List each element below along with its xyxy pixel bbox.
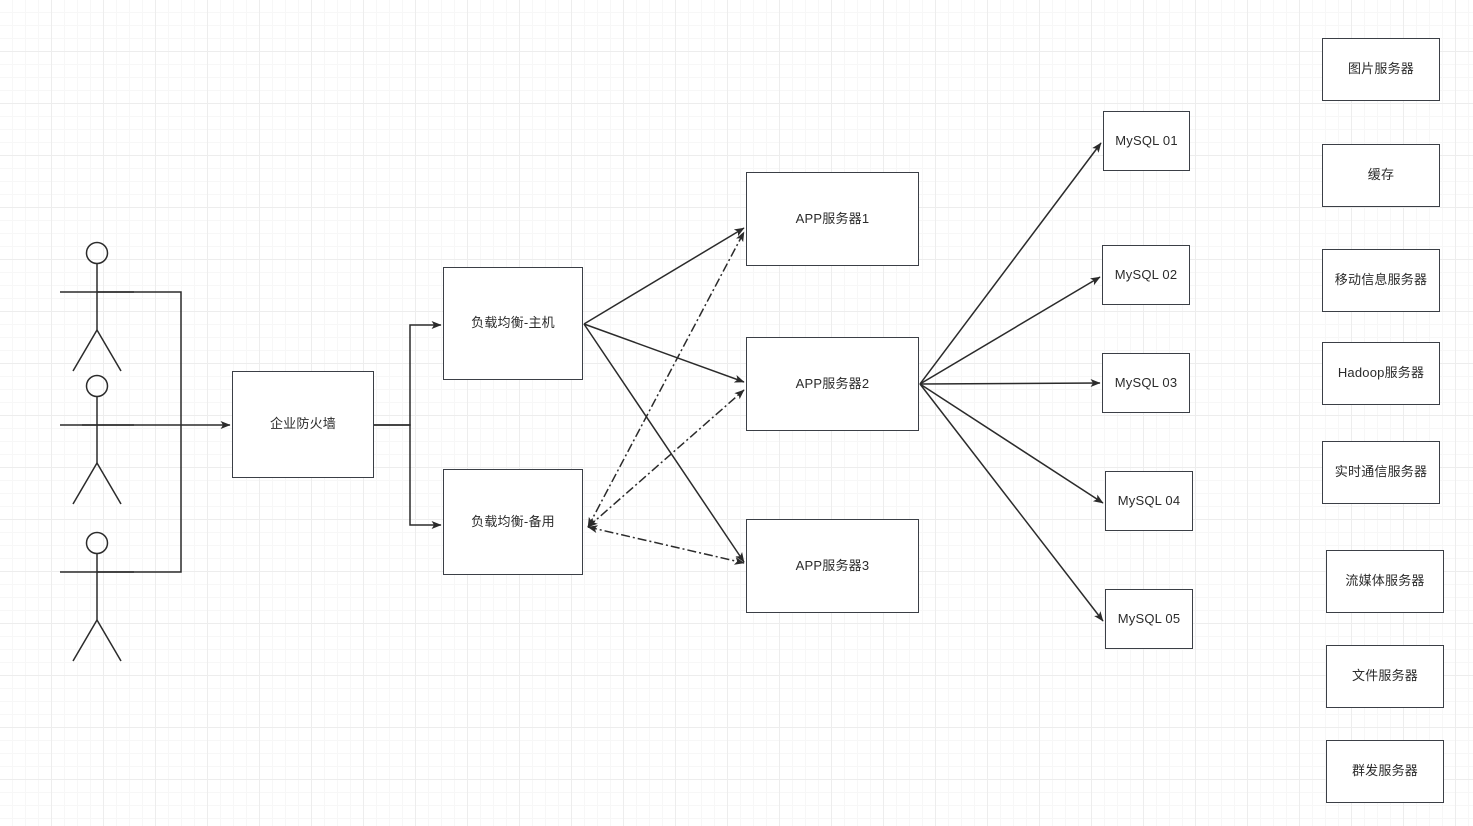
sidebar-node-1[interactable]: 缓存 <box>1322 144 1440 207</box>
node-mysql-02-label: MySQL 02 <box>1114 266 1178 282</box>
node-mysql-04[interactable]: MySQL 04 <box>1105 471 1193 531</box>
edge-app-2-to-mysql-02 <box>919 276 1101 385</box>
sidebar-node-0[interactable]: 图片服务器 <box>1322 38 1440 101</box>
node-mysql-05[interactable]: MySQL 05 <box>1105 589 1193 649</box>
edge-lb-backup-to-app-3 <box>587 525 745 565</box>
node-mysql-01-label: MySQL 01 <box>1115 132 1178 148</box>
node-firewall-label: 企业防火墙 <box>269 416 336 432</box>
edge-lb-backup-to-app-2 <box>587 389 745 528</box>
edge-app-2-to-mysql-01 <box>919 142 1102 385</box>
node-mysql-04-label: MySQL 04 <box>1117 492 1181 508</box>
edge-firewall-to-lb-backup <box>374 424 442 529</box>
sidebar-node-2[interactable]: 移动信息服务器 <box>1322 249 1440 312</box>
sidebar-node-label: 实时通信服务器 <box>1334 464 1428 480</box>
sidebar-node-label: 缓存 <box>1367 167 1395 183</box>
node-mysql-02[interactable]: MySQL 02 <box>1102 245 1190 305</box>
edge-app-2-to-mysql-03 <box>919 379 1101 388</box>
node-app-server-1[interactable]: APP服务器1 <box>746 172 919 266</box>
sidebar-node-label: 移动信息服务器 <box>1334 272 1428 288</box>
edge-app-2-to-mysql-05 <box>919 383 1104 622</box>
edge-app-2-to-mysql-04 <box>919 383 1104 504</box>
node-mysql-01[interactable]: MySQL 01 <box>1103 111 1190 171</box>
node-app-server-2-label: APP服务器2 <box>795 375 870 391</box>
sidebar-node-label: 文件服务器 <box>1351 668 1418 684</box>
sidebar-node-4[interactable]: 实时通信服务器 <box>1322 441 1440 504</box>
node-lb-backup[interactable]: 负载均衡-备用 <box>443 469 583 575</box>
edge-lb-master-to-app-1 <box>583 227 745 325</box>
sidebar-node-5[interactable]: 流媒体服务器 <box>1326 550 1444 613</box>
node-app-server-3-label: APP服务器3 <box>795 557 870 573</box>
edge-lb-backup-to-app-1 <box>587 231 745 528</box>
node-mysql-03[interactable]: MySQL 03 <box>1102 353 1190 413</box>
node-mysql-03-label: MySQL 03 <box>1114 374 1178 390</box>
edge-firewall-to-lb-master <box>374 321 442 426</box>
sidebar-node-label: 图片服务器 <box>1347 61 1414 77</box>
edge-users-to-firewall <box>82 291 231 573</box>
node-mysql-05-label: MySQL 05 <box>1117 610 1181 626</box>
node-lb-master[interactable]: 负载均衡-主机 <box>443 267 583 380</box>
sidebar-node-6[interactable]: 文件服务器 <box>1326 645 1444 708</box>
node-app-server-3[interactable]: APP服务器3 <box>746 519 919 613</box>
node-app-server-1-label: APP服务器1 <box>795 210 870 226</box>
node-lb-backup-label: 负载均衡-备用 <box>471 513 555 529</box>
sidebar-node-label: 群发服务器 <box>1351 763 1418 779</box>
actor-user-3 <box>60 531 134 662</box>
node-lb-master-label: 负载均衡-主机 <box>471 315 555 331</box>
edge-lb-master-to-app-2 <box>583 323 745 383</box>
sidebar-node-label: 流媒体服务器 <box>1345 573 1425 589</box>
sidebar-node-7[interactable]: 群发服务器 <box>1326 740 1444 803</box>
node-app-server-2[interactable]: APP服务器2 <box>746 337 919 431</box>
edge-lb-master-to-app-3 <box>583 323 745 563</box>
sidebar-node-label: Hadoop服务器 <box>1337 365 1425 381</box>
actor-user-1 <box>60 241 134 372</box>
node-firewall[interactable]: 企业防火墙 <box>232 371 374 478</box>
actor-user-2 <box>60 374 134 505</box>
sidebar-node-3[interactable]: Hadoop服务器 <box>1322 342 1440 405</box>
